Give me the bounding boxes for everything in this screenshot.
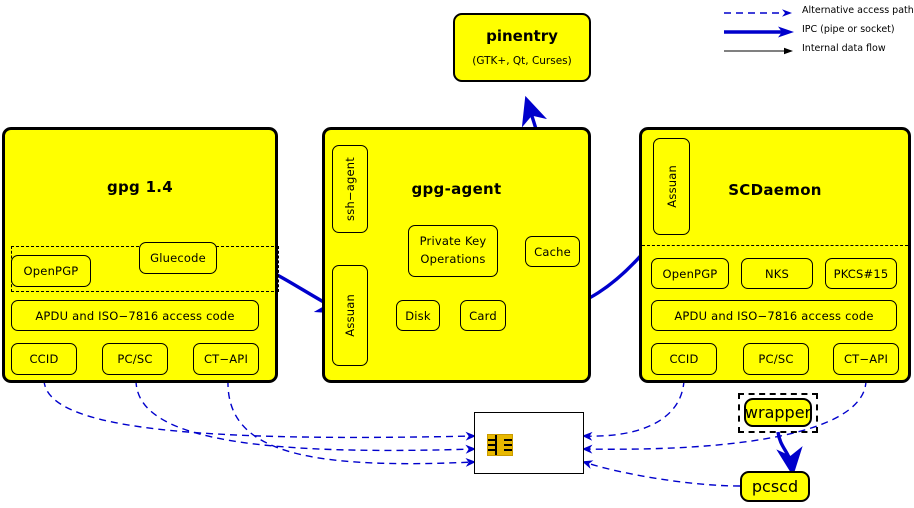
gpg-agent-card-label: Card <box>469 308 497 323</box>
gpg-driver-pcsc-box[interactable]: PC/SC <box>102 343 168 375</box>
thin-arrow-icon <box>724 47 793 55</box>
scdaemon-assuan-label: Assuan <box>664 165 679 208</box>
gpg-title: gpg 1.4 <box>106 178 174 196</box>
gpg-driver-ccid-box[interactable]: CCID <box>11 343 77 375</box>
gpg-agent-title: gpg-agent <box>411 180 502 198</box>
smartcard[interactable] <box>474 412 584 474</box>
dashed-arrow-icon <box>724 9 792 17</box>
private-key-operations-line2: Operations <box>420 252 486 266</box>
gpg-gluecode-label: Gluecode <box>150 251 206 265</box>
gpg-openpgp-label: OpenPGP <box>23 264 79 278</box>
gpg-driver-pcsc-label: PC/SC <box>117 352 153 366</box>
legend-label-internal-flow: Internal data flow <box>802 43 886 54</box>
scdaemon-title: SCDaemon <box>728 181 822 199</box>
scdaemon-divider <box>642 245 908 246</box>
private-key-operations-box[interactable]: Private Key Operations <box>408 225 498 277</box>
scdaemon-app-nks-box[interactable]: NKS <box>741 258 813 289</box>
smartcard-chip-icon <box>487 434 513 456</box>
scdaemon-driver-ccid-box[interactable]: CCID <box>651 343 717 375</box>
legend-item-internal-flow: Internal data flow <box>722 42 914 60</box>
thick-arrow-icon <box>724 26 794 38</box>
wrapper-box[interactable]: wrapper <box>744 398 812 427</box>
gpg-agent-ssh-agent-label: ssh−agent <box>343 157 357 221</box>
scdaemon-driver-ccid-label: CCID <box>669 352 699 366</box>
gpg-apdu-label: APDU and ISO−7816 access code <box>35 308 235 323</box>
legend-item-alternative-access: Alternative access paths <box>722 4 914 22</box>
scdaemon-app-pkcs15-label: PKCS#15 <box>833 266 889 281</box>
gpg-driver-ctapi-label: CT−API <box>203 352 249 366</box>
gpg-agent-assuan-box[interactable]: Assuan <box>332 265 368 366</box>
gpg-agent-disk-label: Disk <box>405 308 431 323</box>
gpg-agent-cache-label: Cache <box>534 244 571 259</box>
scdaemon-app-openpgp-box[interactable]: OpenPGP <box>651 258 729 289</box>
private-key-operations-line1: Private Key <box>419 234 487 249</box>
gpg-agent-disk-box[interactable]: Disk <box>396 300 440 331</box>
legend-label-ipc: IPC (pipe or socket) <box>802 24 895 35</box>
legend-label-alternative-access: Alternative access paths <box>802 5 914 16</box>
gpg-gluecode-box[interactable]: Gluecode <box>139 242 217 274</box>
gpg-agent-cache-box[interactable]: Cache <box>525 236 580 267</box>
wrapper-dashed-region <box>738 393 818 433</box>
gpg-driver-ccid-label: CCID <box>29 352 59 366</box>
scdaemon-apdu-box[interactable]: APDU and ISO−7816 access code <box>651 300 897 331</box>
scdaemon-driver-ctapi-label: CT−API <box>843 352 889 366</box>
pinentry-box[interactable]: pinentry (GTK+, Qt, Curses) <box>453 13 591 82</box>
pcscd-label: pcscd <box>751 477 799 496</box>
gpg-openpgp-box[interactable]: OpenPGP <box>11 255 91 287</box>
gpg-agent-card-box[interactable]: Card <box>460 300 506 331</box>
scdaemon-driver-pcsc-box[interactable]: PC/SC <box>743 343 809 375</box>
gpg-driver-ctapi-box[interactable]: CT−API <box>193 343 259 375</box>
legend-item-ipc: IPC (pipe or socket) <box>722 23 914 41</box>
gpg-apdu-box[interactable]: APDU and ISO−7816 access code <box>11 300 259 331</box>
pinentry-subtitle: (GTK+, Qt, Curses) <box>472 55 572 68</box>
gpg-agent-ssh-agent-box[interactable]: ssh−agent <box>332 145 368 233</box>
scdaemon-app-pkcs15-box[interactable]: PKCS#15 <box>825 258 897 289</box>
scdaemon-driver-ctapi-box[interactable]: CT−API <box>833 343 899 375</box>
scdaemon-assuan-box[interactable]: Assuan <box>653 138 690 235</box>
pinentry-title: pinentry <box>486 27 558 46</box>
wrapper-label: wrapper <box>744 403 812 422</box>
scdaemon-apdu-label: APDU and ISO−7816 access code <box>674 308 874 323</box>
pcscd-box[interactable]: pcscd <box>740 471 810 502</box>
scdaemon-app-nks-label: NKS <box>764 266 790 281</box>
scdaemon-driver-pcsc-label: PC/SC <box>758 352 794 366</box>
gpg-agent-assuan-label: Assuan <box>343 294 357 337</box>
legend: Alternative access paths IPC (pipe or so… <box>722 2 914 58</box>
scdaemon-app-openpgp-label: OpenPGP <box>662 266 718 281</box>
